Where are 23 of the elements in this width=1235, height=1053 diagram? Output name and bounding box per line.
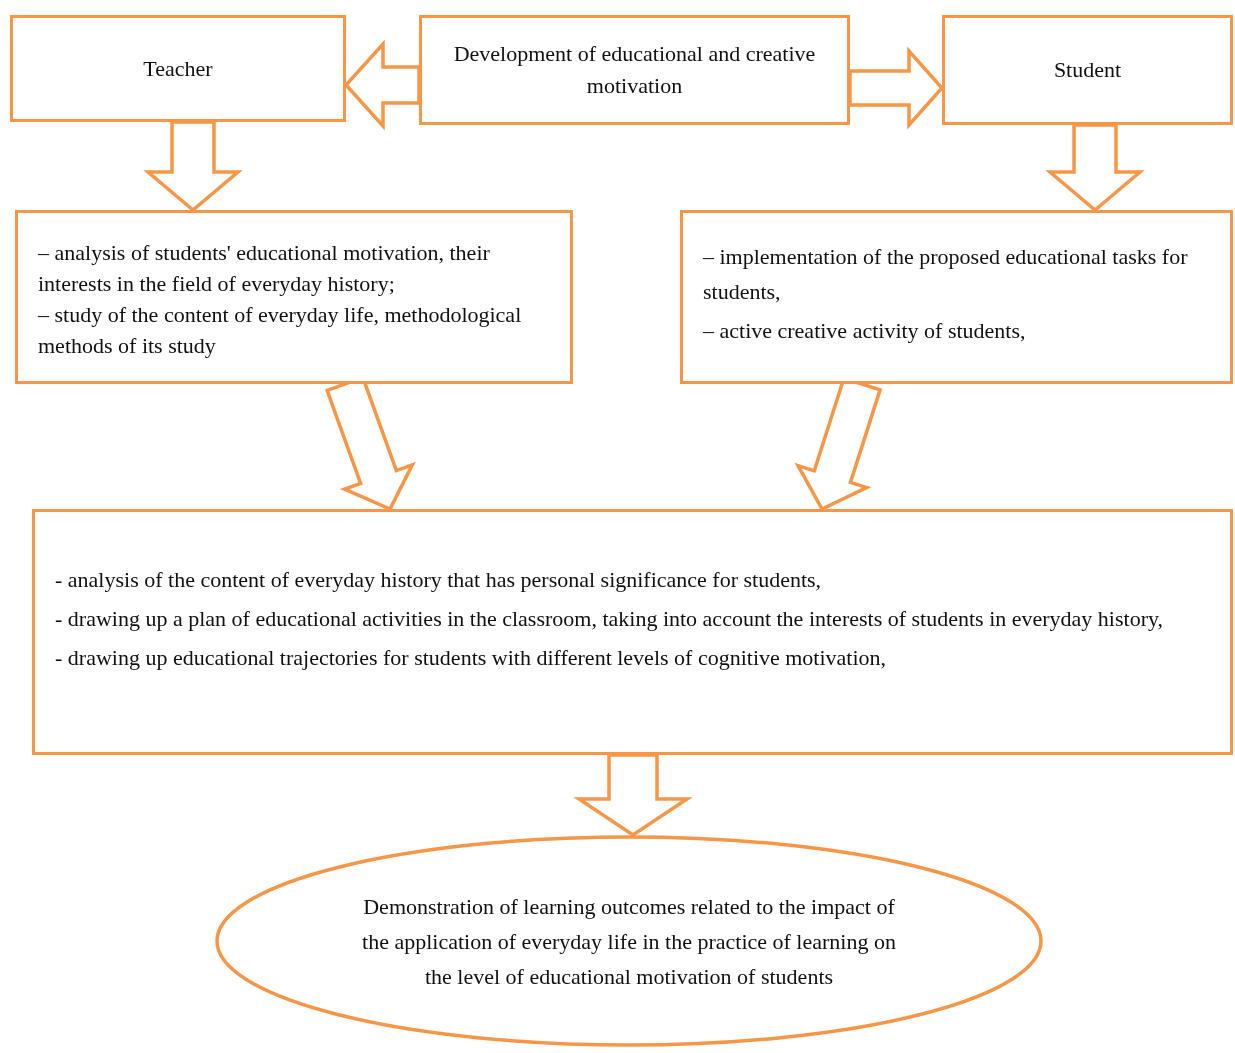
list-item-text: – active creative activity of students, [703,317,1027,345]
process-box [942,15,1233,125]
node-text: Student [1053,56,1122,84]
block-arrow [143,120,243,213]
list-item-text: – study of the content of everyday life, methodological methods of its study [38,301,523,360]
list-item-text: - analysis of the content of everyday history that has personal significance for students, [55,566,823,594]
list-item-text: – analysis of students' educational motivation, their interests in the field of everyday history; [38,239,491,298]
list-item-text: - drawing up educational trajectories for students with different levels of cognitive motivation, [55,644,888,672]
outcome-ellipse [215,835,1043,1047]
process-box [32,509,1233,755]
list-item-text: – implementation of the proposed educational tasks for students, [703,243,1189,306]
block-arrow [343,39,421,131]
node-text: Development of educational and creative motivation [452,40,817,100]
block-arrow [1045,123,1145,213]
block-arrow [848,46,945,130]
list-item-text: - drawing up a plan of educational activities in the classroom, taking into account the interests of students in everyday history, [55,605,1165,633]
node-text: Teacher [143,54,213,83]
process-box [15,210,573,384]
node-text: Demonstration of learning outcomes related to the impact of the application of everyday life in the practice of learning on the level of educational motivation of students [361,892,897,991]
process-box [419,15,850,125]
block-arrow [573,753,693,838]
process-box [10,15,346,122]
process-box [680,210,1233,384]
